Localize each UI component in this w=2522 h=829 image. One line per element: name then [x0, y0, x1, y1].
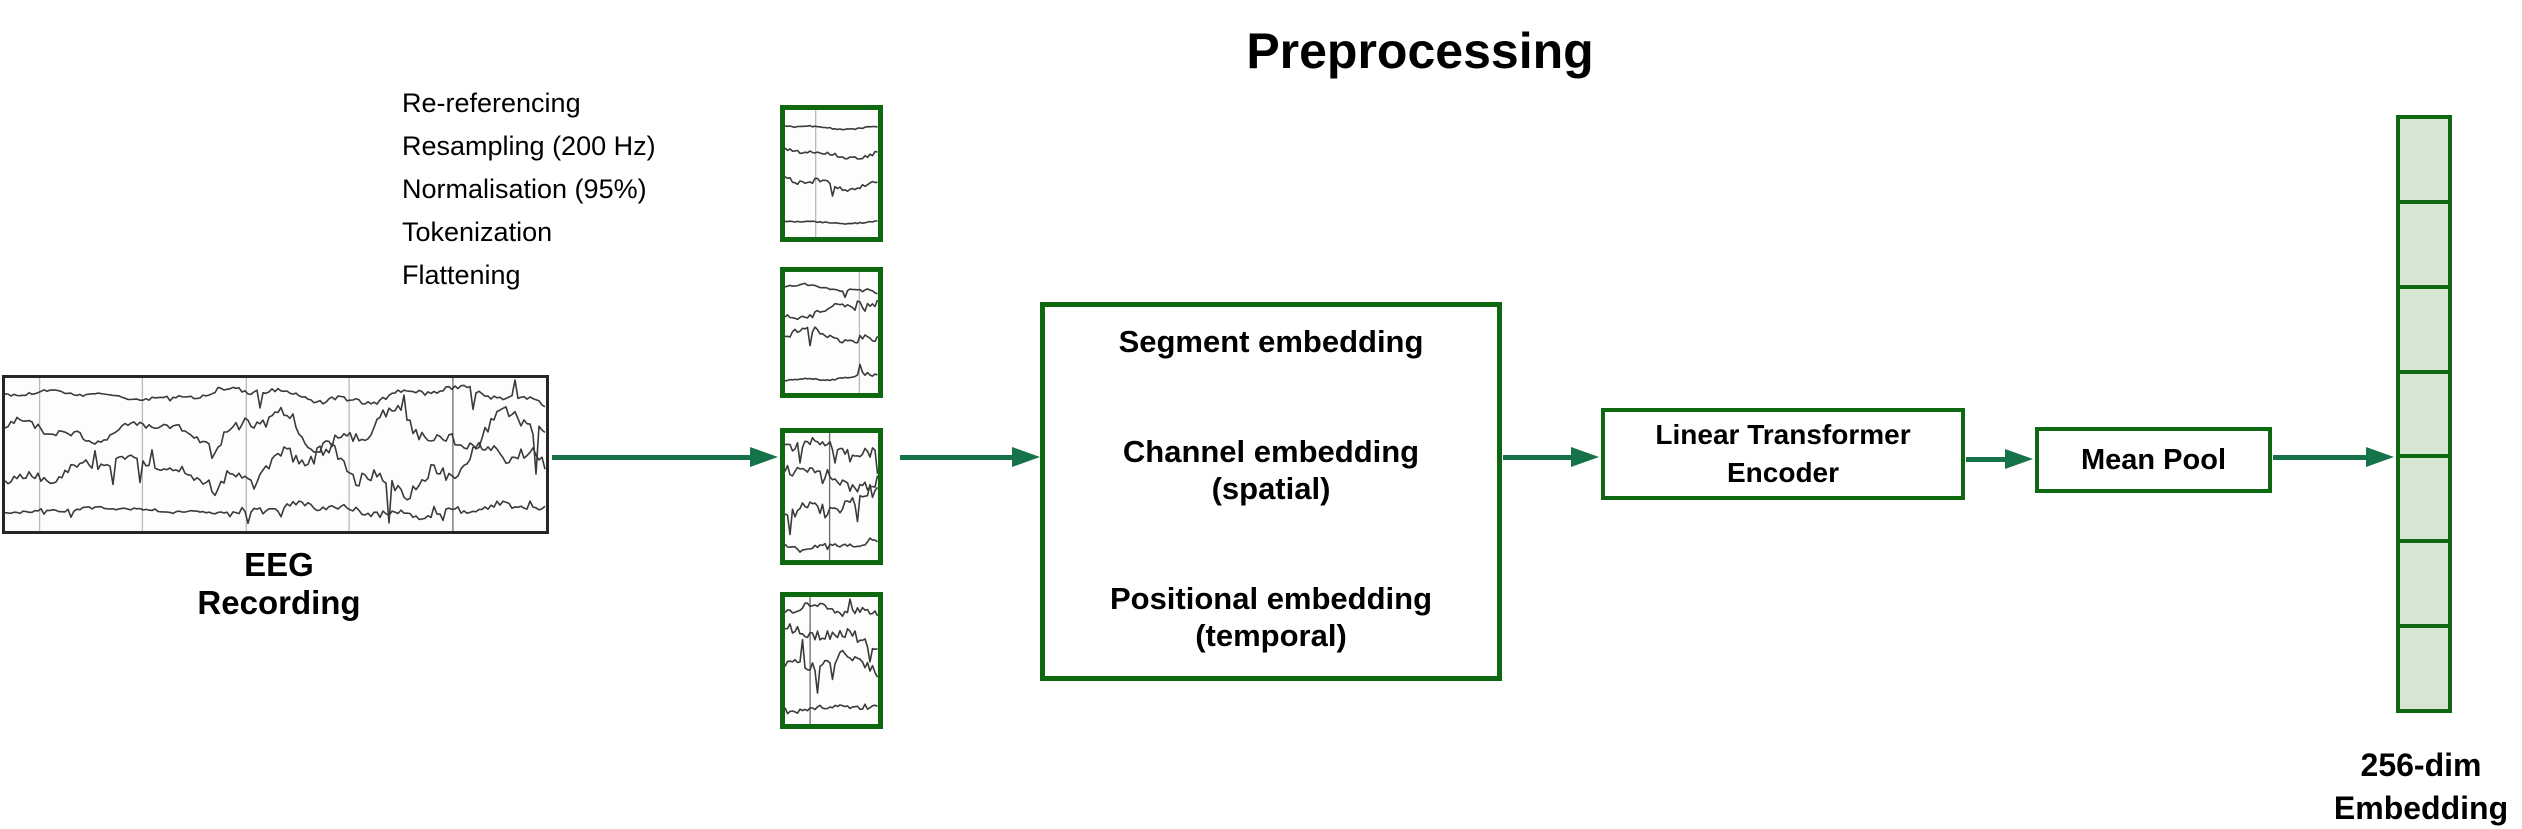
mean-pool-box: Mean Pool	[2035, 427, 2272, 493]
eeg-recording-label: EEG Recording	[197, 546, 360, 622]
embedding-cell	[2400, 539, 2448, 625]
eeg-segment-box-4	[780, 592, 883, 729]
diagram-title: Preprocessing	[1246, 23, 1594, 79]
eeg-waveform-image	[5, 378, 546, 531]
eeg-segment-waveform-2	[785, 272, 878, 393]
output-embedding-label-line1: 256-dim	[2360, 747, 2482, 783]
encoder-label-line2: Encoder	[1726, 457, 1840, 488]
segment-embedding-label: Segment embedding	[1118, 324, 1424, 359]
embedding-cell	[2400, 624, 2448, 710]
encoder-label-line1: Linear Transformer	[1655, 419, 1911, 450]
channel-embedding-line: Channel embedding	[1122, 434, 1420, 469]
step-re-referencing: Re-referencing	[402, 88, 581, 118]
eeg-segment-box-1	[780, 105, 883, 242]
flow-arrow-segments-to-embedding	[900, 447, 1040, 468]
eeg-segment-box-3	[780, 428, 883, 565]
positional-embedding-line: Positional embedding	[1109, 581, 1433, 616]
preprocessing-steps-list: Re-referencing Resampling (200 Hz) Norma…	[402, 82, 656, 297]
channel-embedding-label: Channel embedding (spatial)	[1123, 433, 1419, 507]
eeg-recording-label-line1: EEG	[244, 546, 314, 583]
embedding-cell	[2400, 199, 2448, 285]
step-resampling: Resampling (200 Hz)	[402, 131, 656, 161]
eeg-segment-waveform-1	[785, 110, 878, 237]
flow-arrow-recording-to-segments	[552, 447, 778, 468]
step-flattening: Flattening	[402, 260, 521, 290]
eeg-recording-box	[2, 375, 549, 534]
flow-arrow-meanpool-to-output	[2273, 447, 2394, 468]
eeg-segment-waveform-3	[785, 433, 878, 560]
eeg-segment-waveform-4	[785, 597, 878, 724]
step-tokenization: Tokenization	[402, 217, 553, 247]
linear-transformer-encoder-box: Linear Transformer Encoder	[1601, 408, 1965, 500]
embedding-cell	[2400, 454, 2448, 540]
step-normalisation: Normalisation (95%)	[402, 174, 647, 204]
eeg-recording-label-line2: Recording	[197, 584, 361, 621]
embedding-types-box: Segment embedding Channel embedding (spa…	[1040, 302, 1502, 681]
embedding-cell	[2400, 284, 2448, 370]
positional-embedding-label: Positional embedding (temporal)	[1110, 580, 1432, 654]
flow-arrow-embedding-to-encoder	[1503, 447, 1599, 468]
output-embedding-label: 256-dim Embedding	[2334, 744, 2508, 829]
output-embedding-column	[2396, 115, 2452, 713]
embedding-cell	[2400, 119, 2448, 200]
output-embedding-label-line2: Embedding	[2333, 790, 2509, 826]
mean-pool-label: Mean Pool	[2080, 443, 2226, 476]
eeg-segment-box-2	[780, 267, 883, 398]
channel-embedding-sub: (spatial)	[1211, 471, 1331, 506]
flow-arrow-encoder-to-meanpool	[1966, 449, 2033, 470]
positional-embedding-sub: (temporal)	[1195, 618, 1347, 653]
embedding-cell	[2400, 369, 2448, 455]
